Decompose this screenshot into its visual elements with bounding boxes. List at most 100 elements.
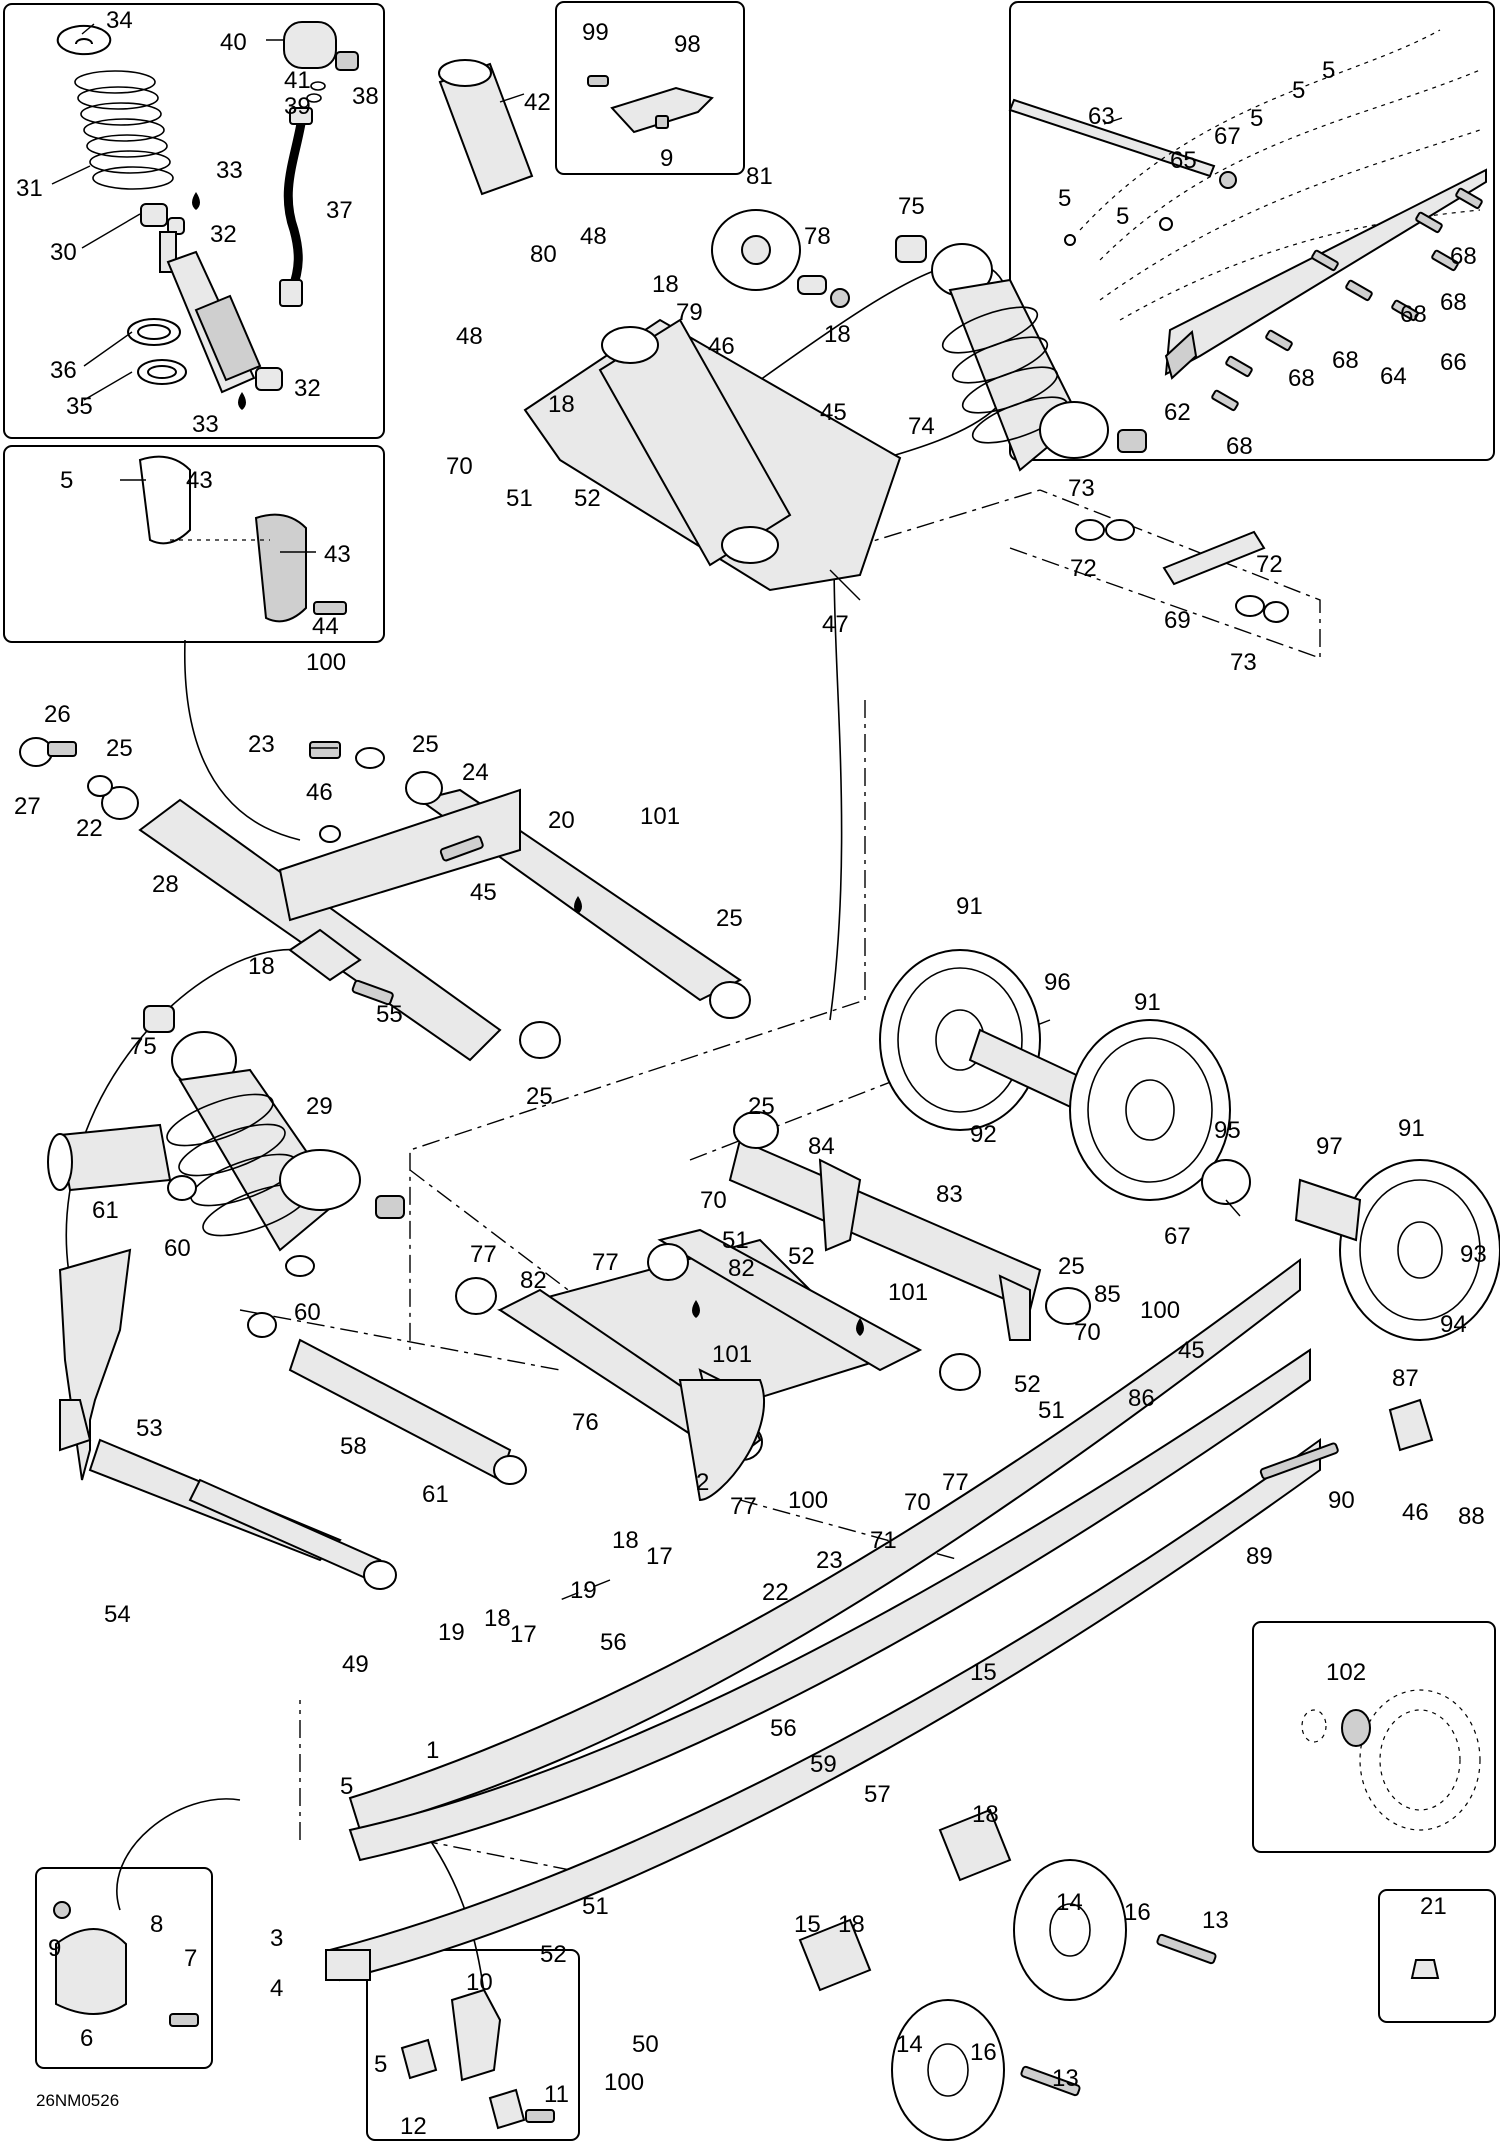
callout-54: 54 [104,1601,131,1628]
callout-100: 100 [1140,1297,1180,1324]
callout-46: 46 [1402,1499,1429,1526]
bracket-98 [587,75,714,134]
callout-31: 31 [16,175,43,202]
callout-17: 17 [646,1543,673,1570]
callout-68: 68 [1226,433,1253,460]
grease-fitting-21 [1410,1959,1440,1979]
callout-46: 46 [306,779,333,806]
callout-23: 23 [248,731,275,758]
stopper-6 [53,1901,199,2027]
callout-27: 27 [14,793,41,820]
callout-20: 20 [548,807,575,834]
callout-23: 23 [816,1547,843,1574]
callout-92: 92 [970,1121,997,1148]
callout-9: 9 [48,1935,61,1962]
callout-100: 100 [604,2069,644,2096]
callout-76: 76 [572,1409,599,1436]
callout-8: 8 [150,1911,163,1938]
callout-3: 3 [270,1925,283,1952]
callout-45: 45 [470,879,497,906]
callout-48: 48 [456,323,483,350]
callout-82: 82 [728,1255,755,1282]
drawing-id: 26NM0526 [36,2091,119,2110]
callout-85: 85 [1094,1281,1121,1308]
callout-25: 25 [412,731,439,758]
callout-50: 50 [632,2031,659,2058]
swing-arm-53 [58,1248,397,1590]
callout-57: 57 [864,1781,891,1808]
callout-91: 91 [1398,1115,1425,1142]
callout-75: 75 [130,1033,157,1060]
callout-72: 72 [1070,555,1097,582]
callout-24: 24 [462,759,489,786]
callout-18: 18 [484,1605,511,1632]
callout-51: 51 [506,485,533,512]
callout-61: 61 [92,1197,119,1224]
callout-51: 51 [582,1893,609,1920]
callout-44: 44 [312,613,339,640]
callout-35: 35 [66,393,93,420]
callout-60: 60 [294,1299,321,1326]
callout-28: 28 [152,871,179,898]
axle-58 [247,1312,527,1485]
shaft-83 [728,1111,1091,1341]
callout-82: 82 [520,1267,547,1294]
callout-70: 70 [1074,1319,1101,1346]
callout-59: 59 [810,1751,837,1778]
callout-18: 18 [248,953,275,980]
wheel-81 [711,209,850,308]
callout-25: 25 [1058,1253,1085,1280]
callout-102: 102 [1326,1659,1366,1686]
callout-5: 5 [1250,105,1263,132]
callout-47: 47 [822,611,849,638]
callout-64: 64 [1380,363,1407,390]
callout-13: 13 [1052,2065,1079,2092]
callout-90: 90 [1328,1487,1355,1514]
callout-16: 16 [1124,1899,1151,1926]
callout-18: 18 [652,271,679,298]
guide-87 [1259,1398,1434,1480]
callout-77: 77 [730,1493,757,1520]
callout-53: 53 [136,1415,163,1442]
callout-70: 70 [446,453,473,480]
callout-67: 67 [1164,1223,1191,1250]
callout-18: 18 [548,391,575,418]
callout-91: 91 [1134,989,1161,1016]
callout-10: 10 [466,1969,493,1996]
callout-41: 41 [284,67,311,94]
callout-62: 62 [1164,399,1191,426]
callout-95: 95 [1214,1117,1241,1144]
callout-21: 21 [1420,1893,1447,1920]
callout-45: 45 [820,399,847,426]
callout-101: 101 [640,803,680,830]
callout-5: 5 [1116,203,1129,230]
callout-100: 100 [788,1487,828,1514]
bearing-102 [1301,1689,1481,1831]
callout-22: 22 [76,815,103,842]
callout-5: 5 [1322,57,1335,84]
callout-15: 15 [794,1911,821,1938]
callout-37: 37 [326,197,353,224]
callout-96: 96 [1044,969,1071,996]
leader-lines [51,23,1241,1217]
callout-32: 32 [294,375,321,402]
callout-77: 77 [942,1469,969,1496]
callout-73: 73 [1230,649,1257,676]
callout-17: 17 [510,1621,537,1648]
callout-101: 101 [712,1341,752,1368]
rail-slide-inset [1008,29,1487,412]
callout-9: 9 [660,145,673,172]
callout-18: 18 [838,1911,865,1938]
callout-61: 61 [422,1481,449,1508]
callout-38: 38 [352,83,379,110]
stopper-43 [138,455,347,623]
callout-36: 36 [50,357,77,384]
callout-73: 73 [1068,475,1095,502]
callout-46: 46 [708,333,735,360]
callout-4: 4 [270,1975,283,2002]
callout-63: 63 [1088,103,1115,130]
callout-65: 65 [1170,147,1197,174]
callout-94: 94 [1440,1311,1467,1338]
callout-86: 86 [1128,1385,1155,1412]
callout-51: 51 [722,1227,749,1254]
